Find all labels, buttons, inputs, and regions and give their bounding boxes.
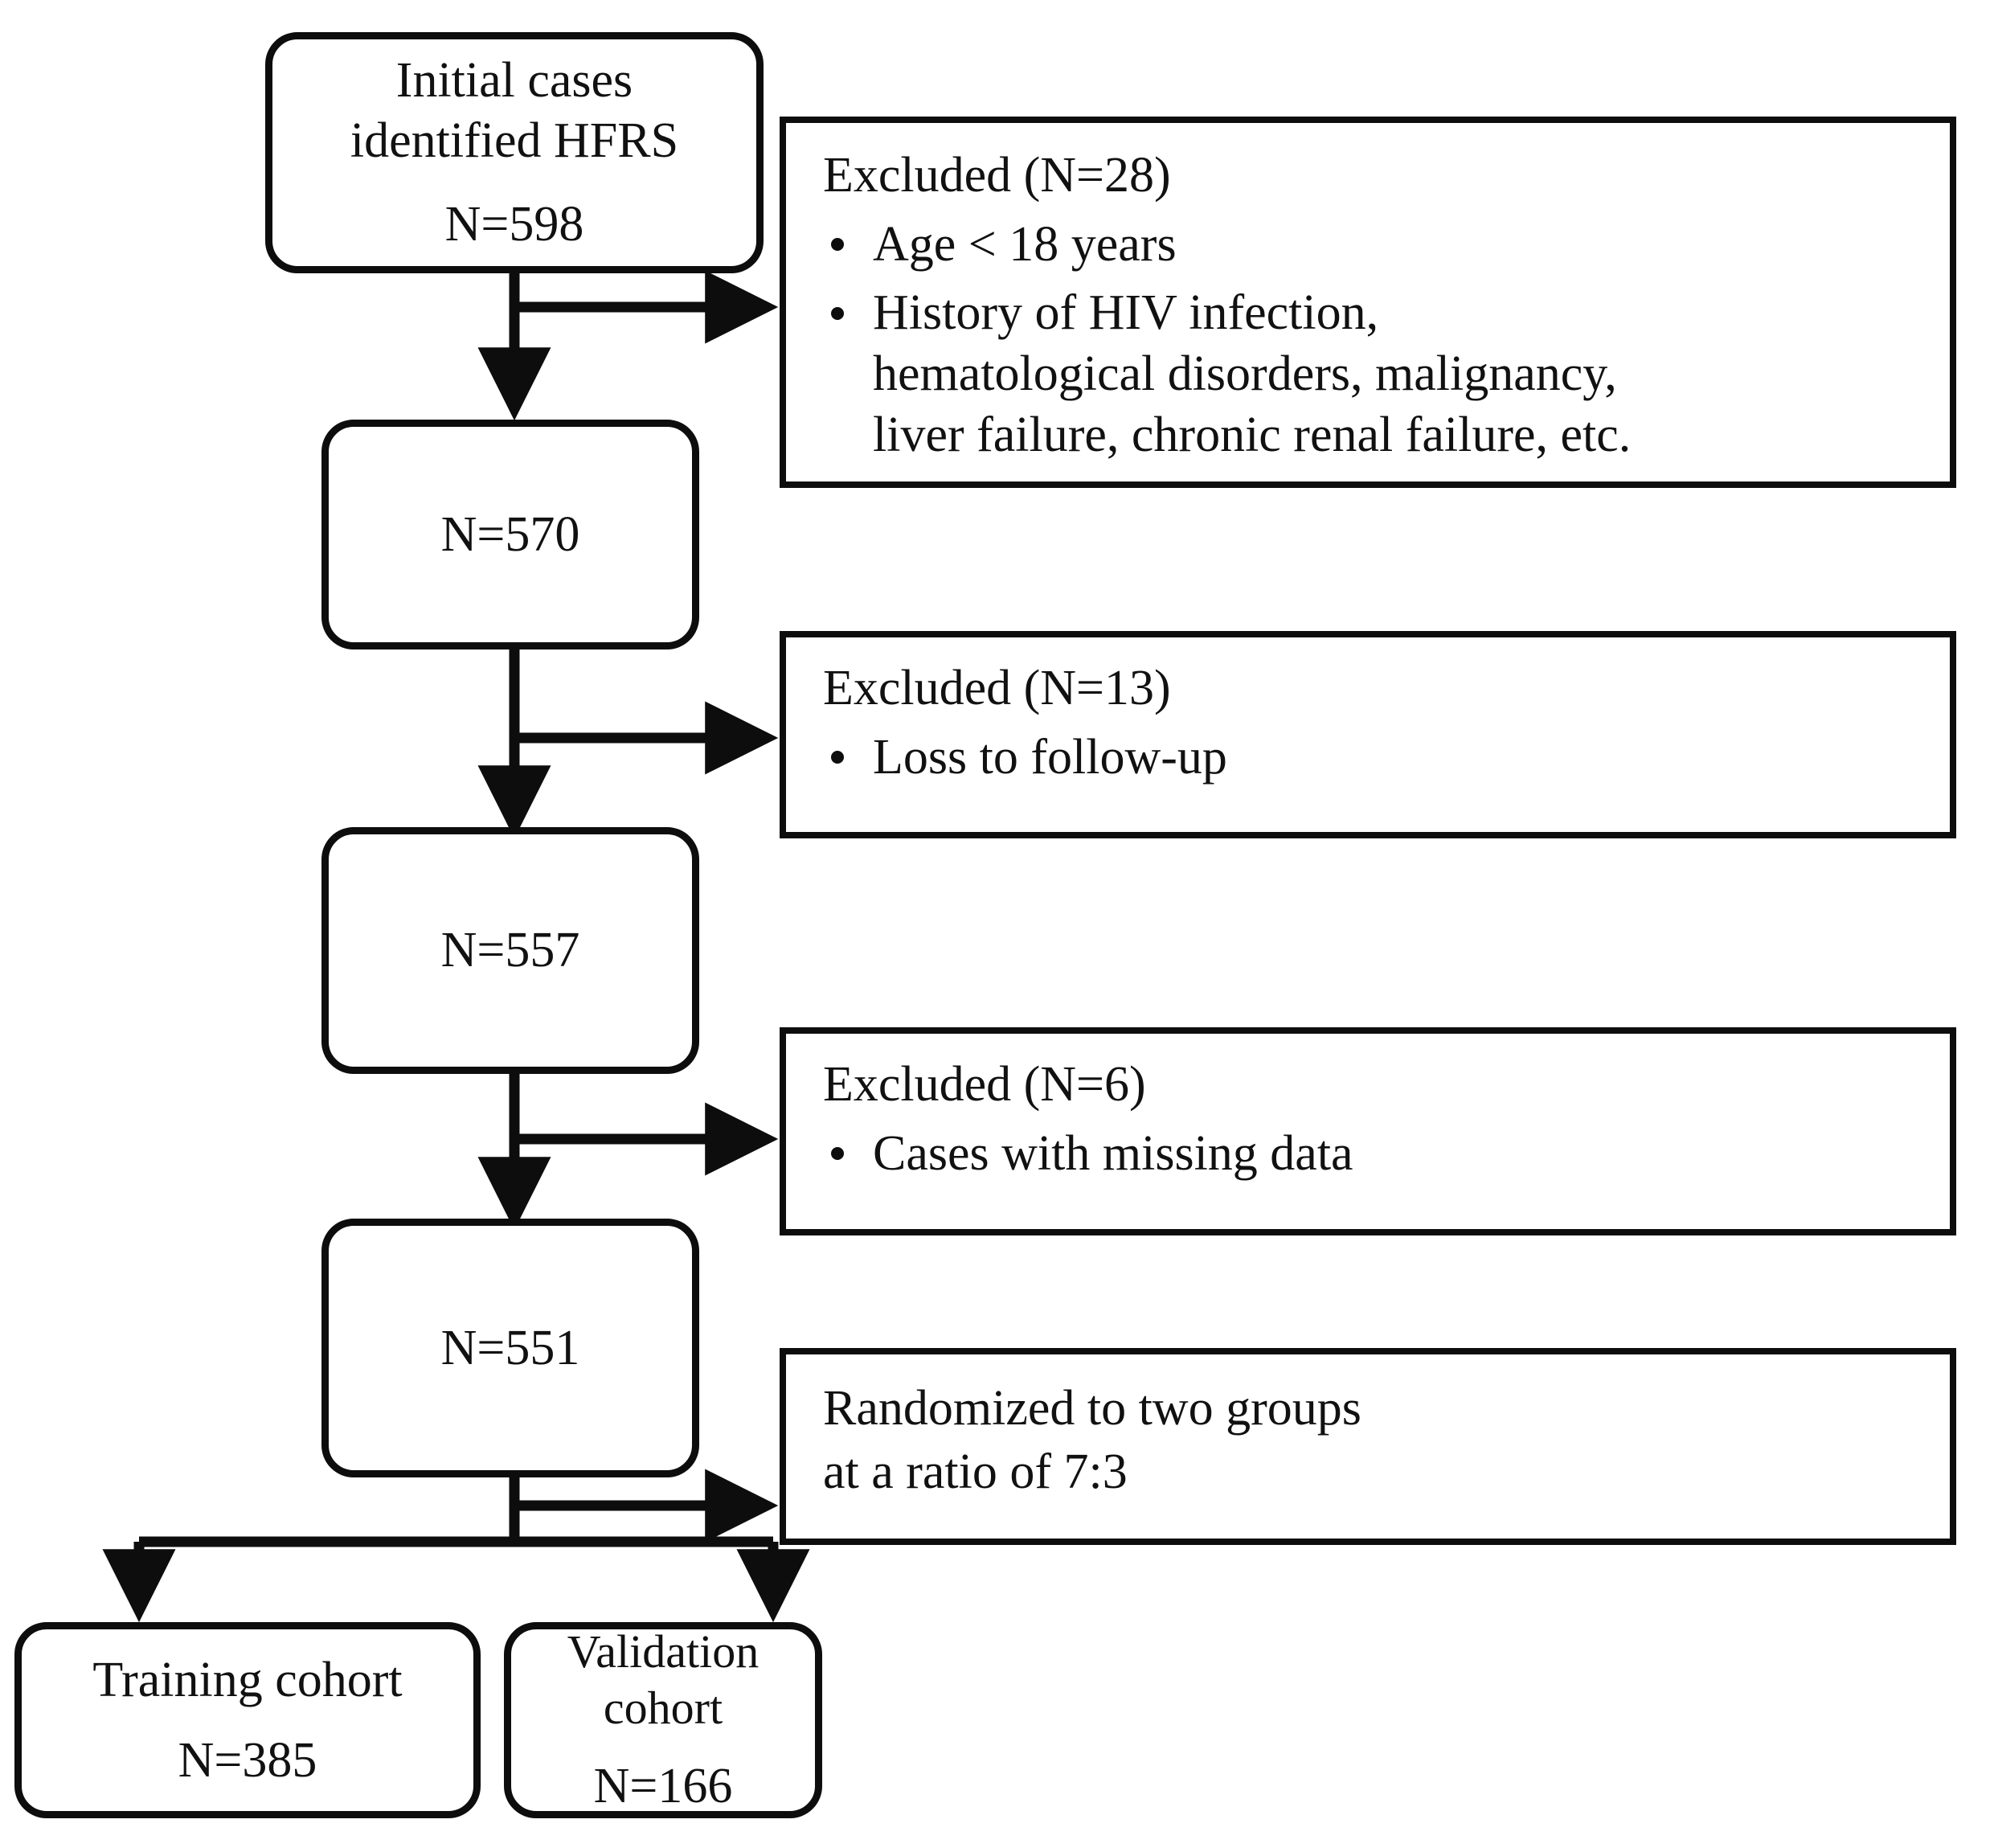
- panel-randomization: Randomized to two groups at a ratio of 7…: [780, 1348, 1956, 1545]
- after-exclusion-3-count: N=551: [440, 1320, 580, 1375]
- bullet-icon: [831, 238, 844, 252]
- exclusion-1-item2-line2: hematological disorders, malignancy,: [873, 346, 1617, 401]
- exclusion-2-list: Loss to follow-up: [823, 727, 1950, 789]
- exclusion-1-list: Age < 18 years History of HIV infection,…: [823, 215, 1950, 466]
- exclusion-1-item1-line1: Age < 18 years: [873, 216, 1177, 272]
- randomization-line2: at a ratio of 7:3: [823, 1444, 1128, 1500]
- panel-exclusion-1: Excluded (N=28) Age < 18 years History o…: [780, 117, 1956, 488]
- bullet-icon: [831, 1147, 844, 1161]
- exclusion-2-heading: Excluded (N=13): [823, 661, 1171, 715]
- bullet-icon: [831, 307, 844, 320]
- after-exclusion-2-count: N=557: [440, 923, 580, 978]
- list-item: History of HIV infection, hematological …: [823, 283, 1950, 465]
- exclusion-1-item2-line3: liver failure, chronic renal failure, et…: [873, 407, 1632, 462]
- exclusion-3-heading: Excluded (N=6): [823, 1057, 1146, 1112]
- node-after-exclusion-3: N=551: [321, 1219, 699, 1477]
- node-validation-cohort: Validation cohort N=166: [504, 1622, 822, 1818]
- list-item: Loss to follow-up: [823, 727, 1950, 789]
- exclusion-1-heading: Excluded (N=28): [823, 148, 1171, 203]
- panel-exclusion-3: Excluded (N=6) Cases with missing data: [780, 1027, 1956, 1235]
- exclusion-1-item2-line1: History of HIV infection,: [873, 285, 1379, 341]
- node-after-exclusion-1: N=570: [321, 420, 699, 649]
- node-initial-cases: Initial cases identified HFRS N=598: [265, 32, 764, 273]
- list-item: Age < 18 years: [823, 215, 1950, 276]
- training-cohort-count: N=385: [178, 1733, 317, 1788]
- validation-cohort-count: N=166: [593, 1759, 733, 1814]
- initial-cases-line2: identified HFRS: [350, 113, 679, 168]
- after-exclusion-1-count: N=570: [440, 506, 580, 562]
- panel-exclusion-2: Excluded (N=13) Loss to follow-up: [780, 631, 1956, 838]
- exclusion-3-list: Cases with missing data: [823, 1124, 1950, 1185]
- list-item: Cases with missing data: [823, 1124, 1950, 1185]
- validation-cohort-label: Validation cohort: [567, 1625, 760, 1734]
- initial-cases-count: N=598: [444, 197, 584, 252]
- initial-cases-line1: Initial cases: [395, 53, 633, 109]
- bullet-icon: [831, 751, 844, 764]
- exclusion-3-item1-line1: Cases with missing data: [873, 1125, 1353, 1181]
- randomization-line1: Randomized to two groups: [823, 1381, 1361, 1436]
- node-training-cohort: Training cohort N=385: [14, 1622, 481, 1818]
- exclusion-2-item1-line1: Loss to follow-up: [873, 729, 1227, 785]
- node-after-exclusion-2: N=557: [321, 827, 699, 1074]
- training-cohort-label: Training cohort: [92, 1652, 403, 1707]
